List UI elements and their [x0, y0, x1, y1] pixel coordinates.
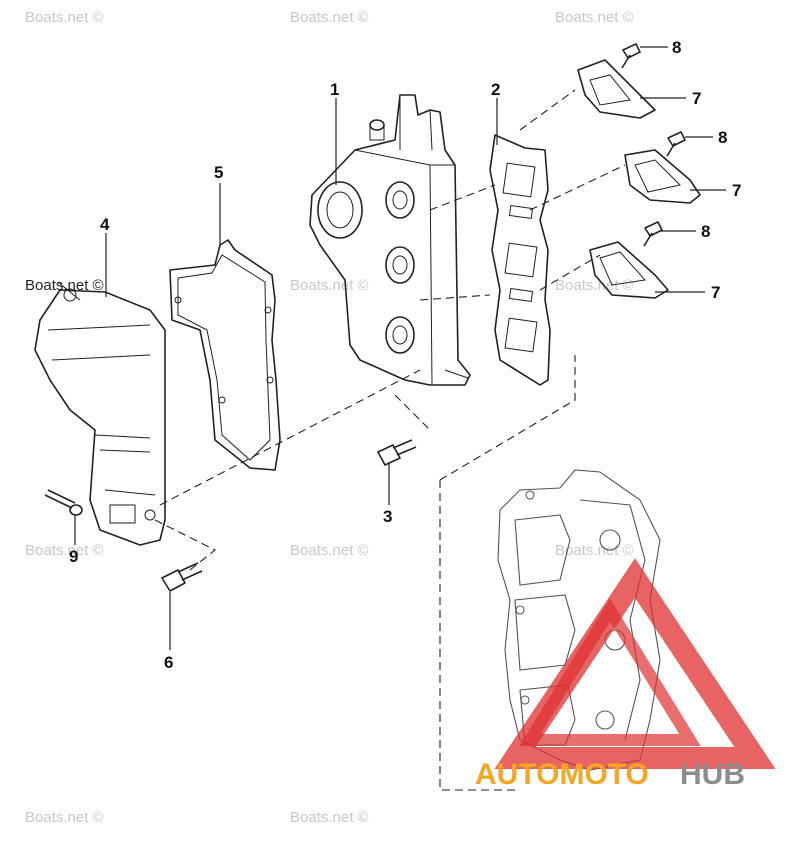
callout-part-8-middle: 8: [718, 128, 727, 147]
watermark-text: Boats.net ©: [290, 277, 369, 294]
part-6-bolt: [161, 562, 203, 592]
watermark-text: Boats.net ©: [555, 9, 634, 26]
part-9-bolt: [44, 489, 83, 516]
reed-valve-middle: [624, 149, 701, 204]
automotohub-logo: AUTOMOTO HUB: [475, 558, 776, 791]
reed-valve-top: [577, 59, 656, 119]
callout-part-9: 9: [69, 547, 78, 566]
watermark-text: Boats.net ©: [555, 542, 634, 559]
callout-part-8-top: 8: [672, 38, 681, 57]
watermark-text: Boats.net ©: [25, 809, 104, 826]
watermark-text: Boats.net ©: [555, 277, 634, 294]
callout-part-8-bottom: 8: [701, 222, 710, 241]
callout-part-5: 5: [214, 163, 223, 182]
watermark-text: Boats.net ©: [25, 542, 104, 559]
logo-text-grey: HUB: [680, 758, 745, 791]
callout-part-4: 4: [100, 215, 110, 234]
watermark-layer: Boats.net © Boats.net © Boats.net © Boat…: [25, 9, 634, 826]
watermark-text: Boats.net ©: [290, 542, 369, 559]
callout-part-3: 3: [383, 507, 392, 526]
logo-text-orange: AUTOMOTO: [475, 758, 649, 791]
watermark-text: Boats.net ©: [290, 9, 369, 26]
leader-lines: [74, 46, 726, 650]
watermark-text-inline: Boats.net ©: [25, 277, 104, 294]
reed-valve-bottom: [589, 241, 669, 299]
cylinder-head: [309, 94, 471, 386]
watermark-text: Boats.net ©: [290, 809, 369, 826]
assembly-guide-lines: [154, 89, 626, 791]
part-8-screws: [621, 43, 686, 247]
callout-part-7-bottom: 7: [711, 283, 720, 302]
part-3-bolt: [377, 439, 417, 466]
exhaust-gasket: [489, 134, 551, 386]
cover-gasket: [169, 239, 281, 471]
engine-block-outline: [497, 469, 661, 771]
watermark-text: Boats.net ©: [25, 9, 104, 26]
cylinder-head-cover: [34, 281, 166, 546]
callout-part-6: 6: [164, 653, 173, 672]
callout-labels: 1 2 3 4 5 6 7 7 7 8 8 8 9: [69, 38, 741, 672]
callout-part-1: 1: [330, 80, 339, 99]
callout-part-7-top: 7: [692, 89, 701, 108]
callout-part-7-middle: 7: [732, 181, 741, 200]
callout-part-2: 2: [491, 80, 500, 99]
